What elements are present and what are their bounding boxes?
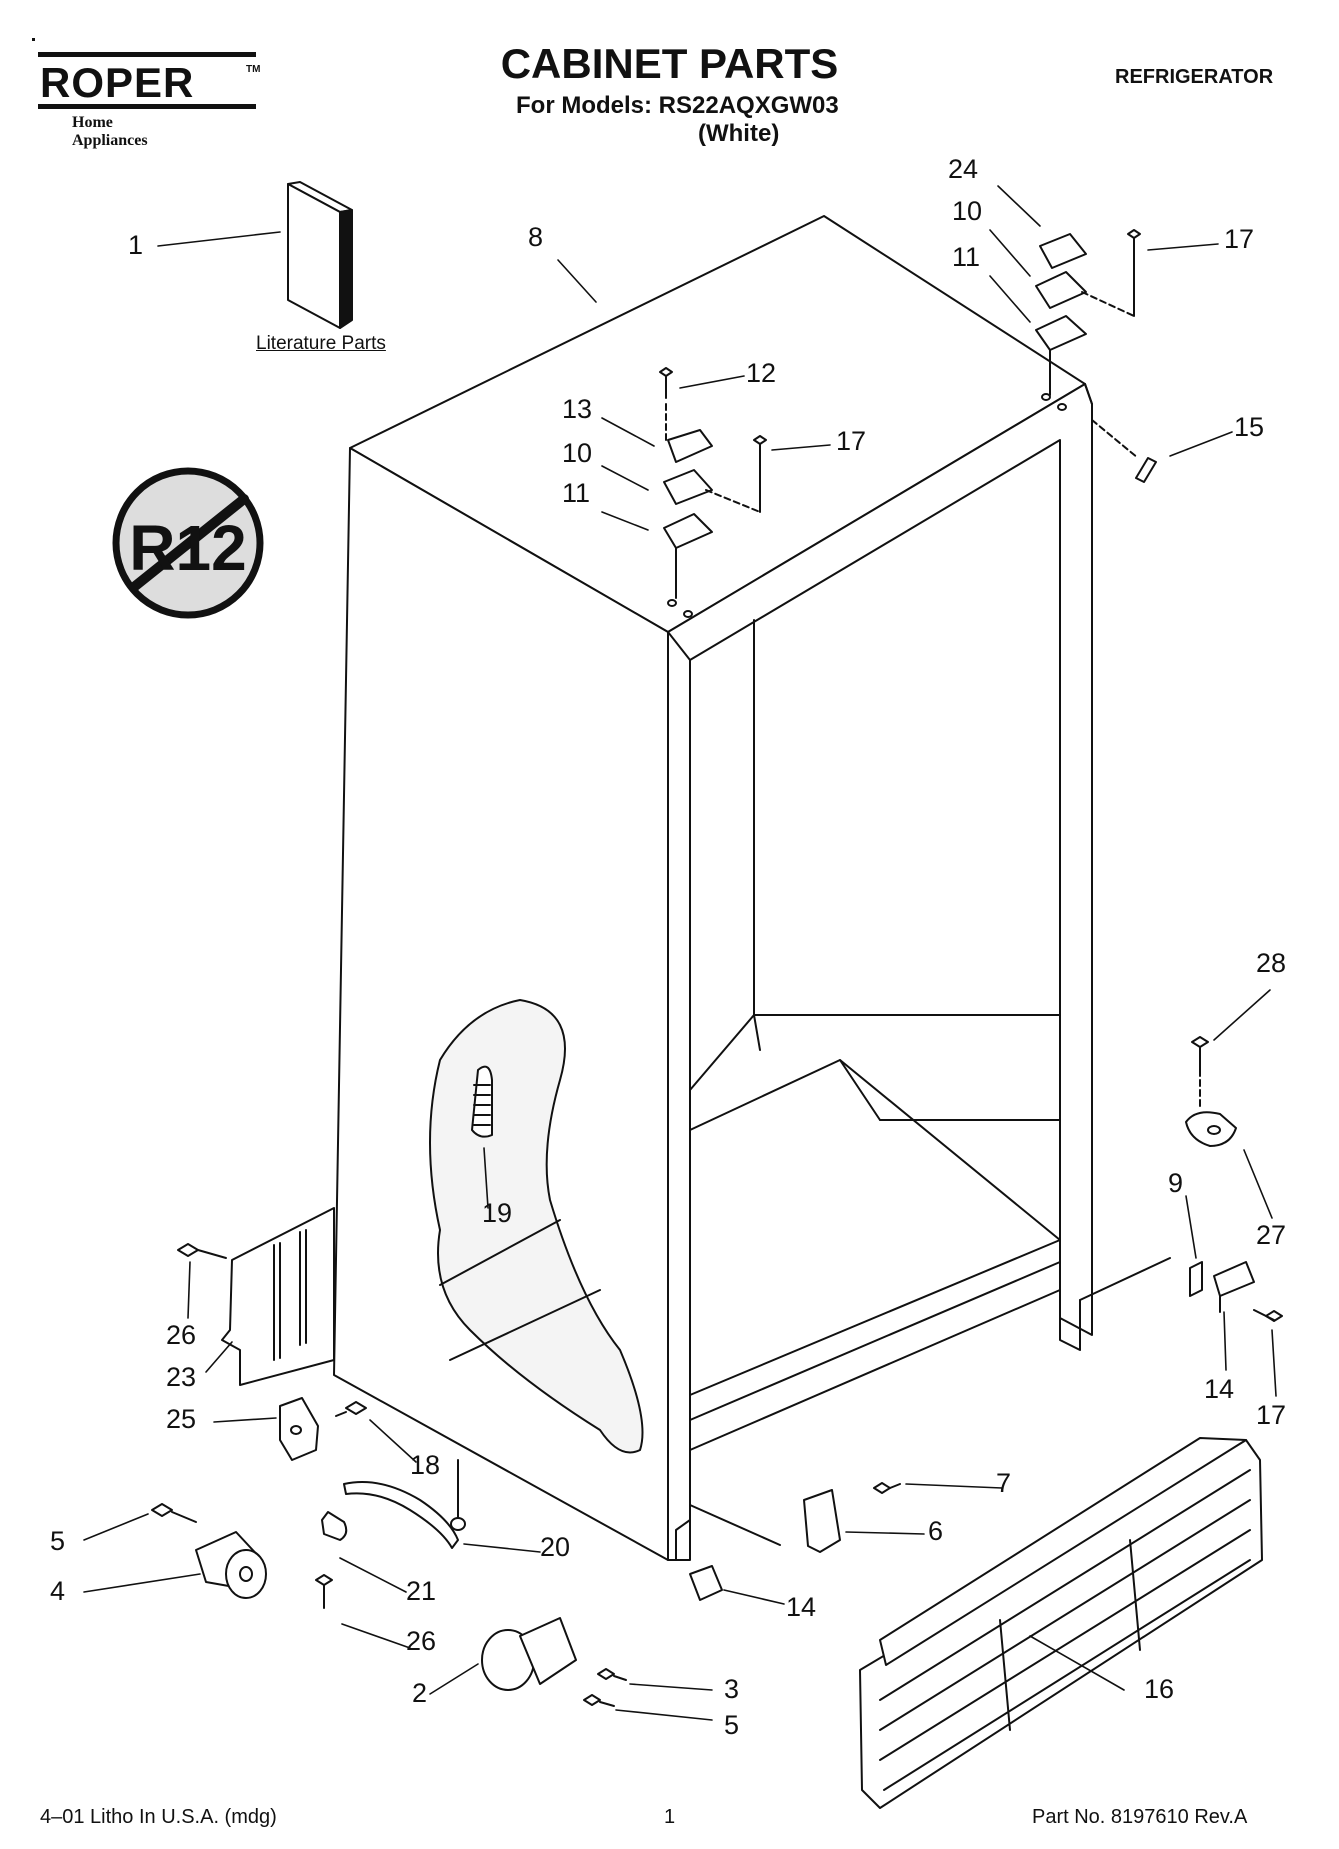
- callout-20: 20: [540, 1532, 571, 1562]
- callout-7: 7: [996, 1468, 1012, 1498]
- footer-page-number: 1: [664, 1806, 676, 1828]
- callout-24: 24: [948, 154, 979, 184]
- callout-10: 10: [562, 438, 593, 468]
- callout-17: 17: [1224, 224, 1255, 254]
- top-hinge-right: [1035, 229, 1141, 396]
- callout-19: 19: [482, 1198, 513, 1228]
- brand-subtitle: Home Appliances: [72, 114, 148, 149]
- r12-text: R12: [129, 512, 246, 584]
- callout-9: 9: [1168, 1168, 1184, 1198]
- callout-13: 13: [562, 394, 593, 424]
- model-color: (White): [698, 120, 780, 147]
- callout-21: 21: [406, 1576, 437, 1606]
- rear-panel-23: [177, 1207, 335, 1386]
- callout-10: 10: [952, 196, 983, 226]
- caster-wheel-4: [151, 1503, 267, 1599]
- brand-name: ROPER: [40, 59, 195, 106]
- cabinet: [333, 215, 1093, 1561]
- callout-17: 17: [1256, 1400, 1287, 1430]
- right-base-brackets: [1079, 1257, 1283, 1322]
- brand-trademark: TM: [246, 64, 261, 75]
- callout-14: 14: [1204, 1374, 1235, 1404]
- callout-28: 28: [1256, 948, 1287, 978]
- callout-1: 1: [128, 230, 144, 260]
- callout-26: 26: [406, 1626, 437, 1656]
- appliance-category: REFRIGERATOR: [1115, 66, 1274, 88]
- callout-27: 27: [1256, 1220, 1287, 1250]
- clamp-25-screw-18: [279, 1397, 367, 1461]
- callout-6: 6: [928, 1516, 944, 1546]
- front-caster-2: [481, 1617, 627, 1707]
- callout-26: 26: [166, 1320, 197, 1350]
- footer-part-number: Part No. 8197610 Rev.A: [1032, 1806, 1248, 1828]
- screw-and-bracket-27-28: [1185, 1036, 1237, 1147]
- callout-23: 23: [166, 1362, 197, 1392]
- callout-25: 25: [166, 1404, 197, 1434]
- callout-17: 17: [836, 426, 867, 456]
- callout-18: 18: [410, 1450, 441, 1480]
- leader-lines: [83, 185, 1277, 1721]
- callout-4: 4: [50, 1576, 66, 1606]
- callout-5: 5: [724, 1710, 740, 1740]
- corner-mark: [32, 38, 35, 41]
- callout-3: 3: [724, 1674, 740, 1704]
- callout-8: 8: [528, 222, 544, 252]
- callout-11: 11: [562, 478, 591, 508]
- callout-12: 12: [746, 358, 777, 388]
- callout-16: 16: [1144, 1674, 1175, 1704]
- water-tube-20: [315, 1459, 466, 1609]
- top-hinge-left: [659, 367, 767, 599]
- no-r12-badge: R12: [112, 467, 264, 619]
- callout-5: 5: [50, 1526, 66, 1556]
- pin-part-15: [1091, 419, 1157, 483]
- footer-print-info: 4–01 Litho In U.S.A. (mdg): [40, 1806, 277, 1828]
- model-number: For Models: RS22AQXGW03: [516, 92, 839, 119]
- callout-2: 2: [412, 1678, 428, 1708]
- toe-grille-16: [859, 1437, 1263, 1809]
- callout-15: 15: [1234, 412, 1265, 442]
- callout-11: 11: [952, 242, 981, 272]
- literature-parts-label: Literature Parts: [256, 333, 386, 354]
- page-title: CABINET PARTS: [500, 40, 839, 87]
- literature-booklet: [287, 181, 353, 329]
- bracket-6-screw-7: [689, 1482, 901, 1601]
- callout-14: 14: [786, 1592, 817, 1622]
